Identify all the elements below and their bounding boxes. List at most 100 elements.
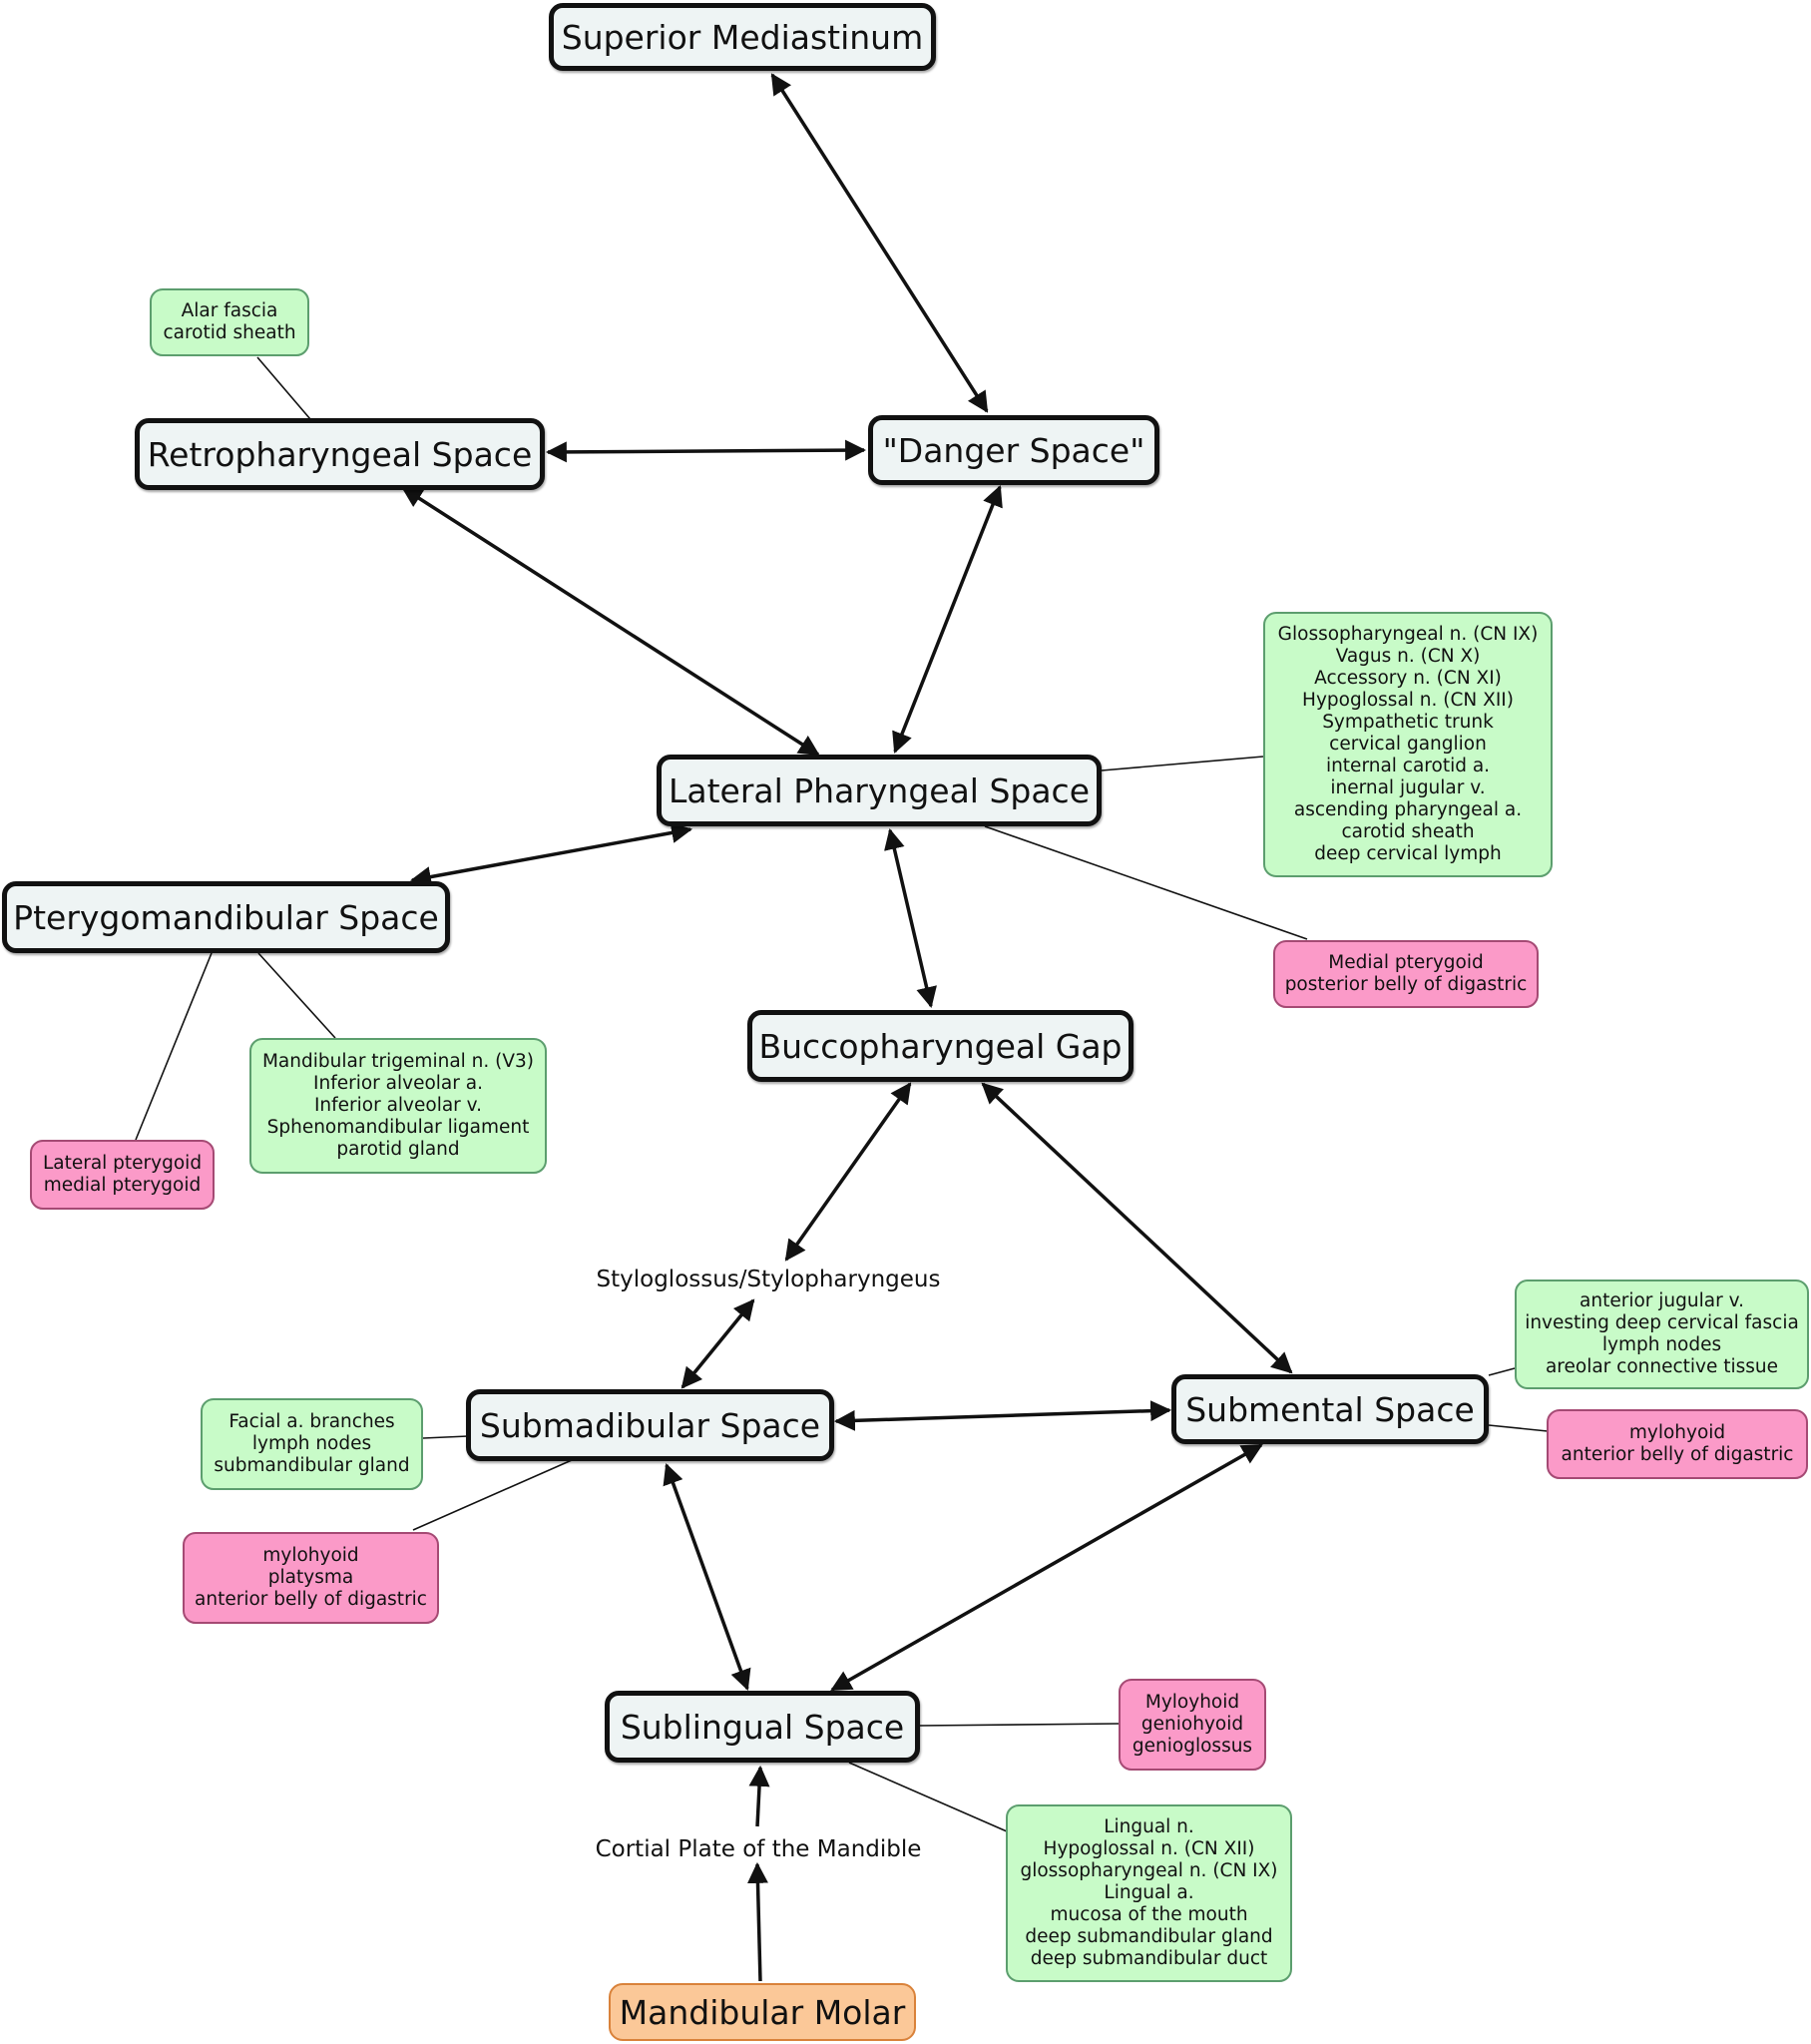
node-pterygomandibular-space[interactable]: Pterygomandibular Space <box>2 881 450 953</box>
node-label: Pterygomandibular Space <box>13 897 439 937</box>
list-item: Mandibular trigeminal n. (V3) <box>261 1051 535 1072</box>
connector-pterygo-muscles <box>135 952 213 1141</box>
arrow-retropharyngeal-lateral <box>401 486 820 757</box>
list-item: medial pterygoid <box>43 1175 202 1196</box>
arrow-retropharyngeal-danger <box>545 439 867 463</box>
list-item: posterior belly of digastric <box>1284 974 1528 995</box>
submental-muscles-box: mylohyoid anterior belly of digastric <box>1547 1409 1808 1479</box>
arrow-submandibular-sublingual <box>663 1463 751 1691</box>
node-label: Superior Mediastinum <box>561 17 924 57</box>
node-submental-space[interactable]: Submental Space <box>1171 1374 1489 1444</box>
arrow-buccopharyngeal-submental <box>981 1082 1293 1374</box>
connector-submandibular-muscles <box>412 1459 573 1531</box>
list-item: anterior belly of digastric <box>1561 1444 1794 1465</box>
list-item: anterior jugular v. <box>1580 1290 1744 1311</box>
list-item: Lingual a. <box>1104 1882 1194 1903</box>
node-submandibular-space[interactable]: Submadibular Space <box>466 1389 834 1461</box>
node-lateral-pharyngeal-space[interactable]: Lateral Pharyngeal Space <box>657 755 1102 826</box>
arrow-lateral-buccopharyngeal <box>884 827 937 1009</box>
arrow-lateral-pterygomandibular <box>409 822 693 887</box>
label-styloglossus-stylopharyngeus: Styloglossus/Stylopharyngeus <box>596 1267 941 1292</box>
node-superior-mediastinum[interactable]: Superior Mediastinum <box>549 3 936 71</box>
list-item: Inferior alveolar v. <box>313 1095 483 1116</box>
list-item: inernal jugular v. <box>1330 777 1486 798</box>
list-item: internal carotid a. <box>1325 756 1491 776</box>
arrow-submental-sublingual <box>830 1443 1263 1692</box>
list-item: mucosa of the mouth <box>1050 1904 1248 1925</box>
submental-contents-box: anterior jugular v. investing deep cervi… <box>1515 1279 1809 1389</box>
list-item: mylohyoid <box>1628 1422 1726 1443</box>
list-item: lymph nodes <box>1601 1334 1722 1355</box>
connector-sublingual-contents <box>848 1762 1008 1832</box>
node-retropharyngeal-space[interactable]: Retropharyngeal Space <box>135 418 545 490</box>
list-item: cervical ganglion <box>1329 734 1487 755</box>
connector-submandibular-contents <box>422 1435 469 1439</box>
connector-lateral-contents <box>1101 756 1264 771</box>
submandibular-muscles-box: mylohyoid platysma anterior belly of dig… <box>183 1532 439 1624</box>
list-item: Hypoglossal n. (CN XII) <box>1302 690 1514 711</box>
connector-retropharyngeal-contents <box>256 356 311 420</box>
arrow-submandibular-submental <box>833 1400 1172 1431</box>
list-item: deep submandibular gland <box>1025 1926 1273 1947</box>
connector-sublingual-muscles <box>917 1723 1121 1727</box>
pterygomandibular-contents-box: Mandibular trigeminal n. (V3) Inferior a… <box>249 1038 547 1174</box>
node-label: Submental Space <box>1185 1389 1475 1429</box>
node-label: Submadibular Space <box>479 1405 821 1445</box>
connector-submental-contents <box>1488 1367 1516 1376</box>
list-item: geniohyoid <box>1140 1714 1244 1735</box>
list-item: platysma <box>267 1567 354 1588</box>
sublingual-contents-box: Lingual n. Hypoglossal n. (CN XII) gloss… <box>1006 1804 1292 1982</box>
arrow-mediastinum-danger <box>770 73 989 413</box>
list-item: Inferior alveolar a. <box>313 1073 483 1094</box>
arrow-styloglossus-submandibular <box>680 1298 755 1389</box>
arrow-cortical-sublingual <box>748 1765 770 1827</box>
connector-lateral-muscles <box>984 825 1308 940</box>
list-item: parotid gland <box>336 1139 460 1160</box>
list-item: genioglossus <box>1132 1736 1253 1757</box>
list-item: Accessory n. (CN XI) <box>1314 668 1502 689</box>
node-label: Lateral Pharyngeal Space <box>668 770 1091 810</box>
list-item: Myloyhoid <box>1144 1692 1240 1713</box>
list-item: deep cervical lymph <box>1314 843 1502 864</box>
list-item: deep submandibular duct <box>1030 1948 1268 1969</box>
sublingual-muscles-box: Myloyhoid geniohyoid genioglossus <box>1119 1679 1266 1771</box>
node-label: Mandibular Molar <box>619 1992 906 2032</box>
node-danger-space[interactable]: "Danger Space" <box>868 415 1159 485</box>
node-label: "Danger Space" <box>882 430 1145 470</box>
list-item: submandibular gland <box>214 1455 410 1476</box>
node-sublingual-space[interactable]: Sublingual Space <box>605 1691 920 1763</box>
list-item: Hypoglossal n. (CN XII) <box>1043 1838 1255 1859</box>
list-item: Vagus n. (CN X) <box>1335 646 1481 667</box>
list-item: areolar connective tissue <box>1545 1356 1779 1377</box>
list-item: Sphenomandibular ligament <box>266 1117 530 1138</box>
arrow-danger-lateral <box>892 485 1003 754</box>
node-label: Retropharyngeal Space <box>147 434 533 474</box>
list-item: ascending pharyngeal a. <box>1293 799 1523 820</box>
node-label: Sublingual Space <box>620 1707 905 1747</box>
arrow-molar-cortical <box>746 1861 768 1982</box>
list-item: carotid sheath <box>1341 821 1475 842</box>
list-item: Medial pterygoid <box>1328 952 1484 973</box>
list-item: mylohyoid <box>262 1545 359 1566</box>
pterygomandibular-muscles-box: Lateral pterygoid medial pterygoid <box>30 1140 215 1210</box>
connector-submental-muscles <box>1488 1424 1549 1432</box>
list-item: Lateral pterygoid <box>42 1153 203 1174</box>
list-item: investing deep cervical fascia <box>1525 1312 1799 1333</box>
list-item: Facial a. branches <box>228 1411 395 1432</box>
list-item: lymph nodes <box>251 1433 372 1454</box>
list-item: glossopharyngeal n. (CN IX) <box>1020 1860 1278 1881</box>
retropharyngeal-contents-box: Alar fascia carotid sheath <box>150 288 309 356</box>
node-buccopharyngeal-gap[interactable]: Buccopharyngeal Gap <box>747 1010 1133 1082</box>
list-item: Alar fascia <box>181 300 278 321</box>
label-cortical-plate: Cortial Plate of the Mandible <box>595 1836 922 1862</box>
node-mandibular-molar[interactable]: Mandibular Molar <box>609 1983 916 2041</box>
lateral-pharyngeal-muscles-box: Medial pterygoid posterior belly of diga… <box>1273 940 1539 1008</box>
arrow-buccopharyngeal-styloglossus <box>784 1082 912 1262</box>
list-item: anterior belly of digastric <box>195 1589 427 1610</box>
lateral-pharyngeal-contents-box: Glossopharyngeal n. (CN IX) Vagus n. (CN… <box>1263 612 1553 877</box>
list-item: Lingual n. <box>1104 1816 1194 1837</box>
list-item: Glossopharyngeal n. (CN IX) <box>1277 624 1539 645</box>
submandibular-contents-box: Facial a. branches lymph nodes submandib… <box>201 1398 423 1490</box>
connector-pterygo-contents <box>257 952 336 1039</box>
